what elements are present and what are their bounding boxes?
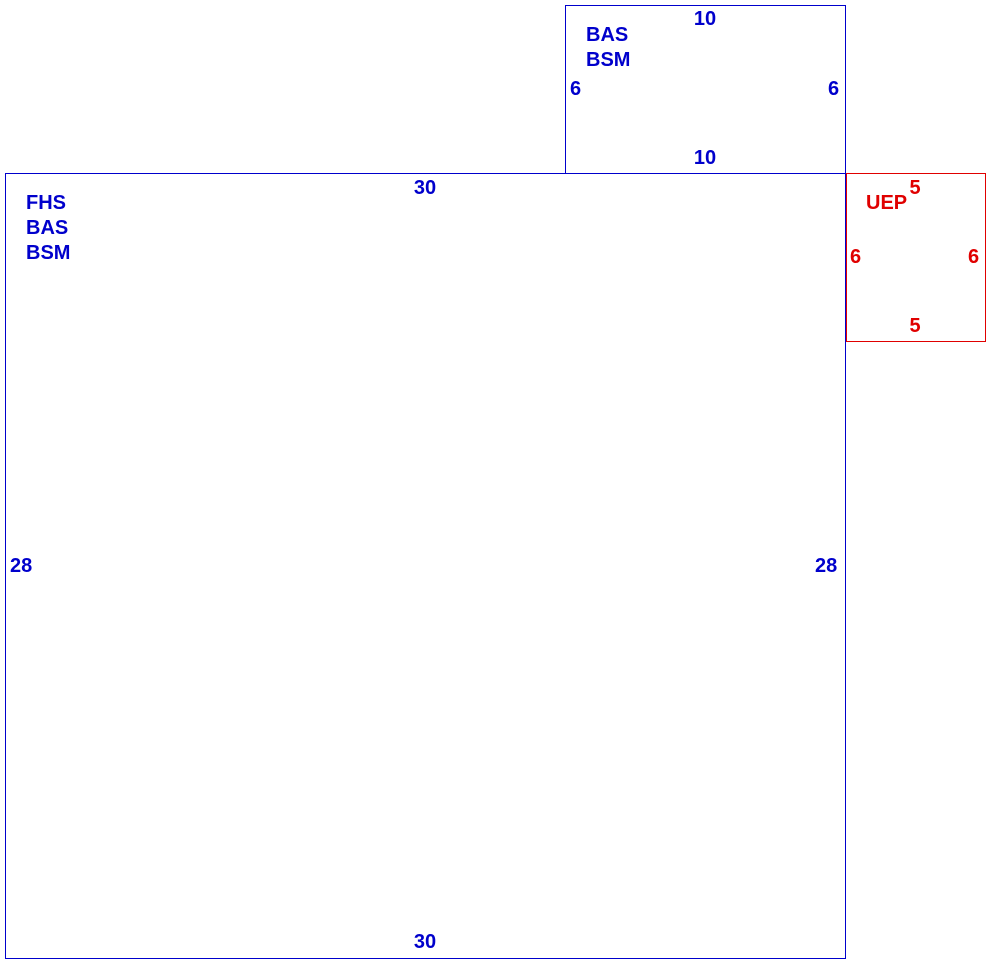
side-area-left-dimension: 6 (850, 246, 862, 268)
side-area-outline (846, 173, 986, 342)
side-area-top-dimension: 5 (909, 177, 921, 199)
upper-area-top-dimension: 10 (693, 8, 717, 30)
upper-area-bottom-dimension: 10 (693, 147, 717, 169)
upper-area-code: BAS (586, 24, 629, 46)
main-area-left-dimension: 28 (10, 555, 33, 577)
main-area-code: BAS (26, 217, 69, 239)
main-area-right-dimension: 28 (815, 555, 838, 577)
main-area-code: BSM (26, 242, 71, 264)
upper-area-outline (565, 5, 846, 174)
upper-area-left-dimension: 6 (570, 78, 582, 100)
side-area-codes: UEP (866, 191, 907, 216)
main-area-bottom-dimension: 30 (413, 931, 437, 953)
side-area-right-dimension: 6 (968, 246, 980, 268)
main-area-codes: FHS BAS BSM (26, 191, 70, 266)
side-area-bottom-dimension: 5 (909, 315, 921, 337)
side-area-code: UEP (866, 192, 908, 214)
upper-area-code: BSM (586, 49, 631, 71)
upper-area-right-dimension: 6 (828, 78, 840, 100)
main-area-code: FHS (26, 192, 66, 214)
main-area-outline (5, 173, 846, 959)
main-area-top-dimension: 30 (413, 177, 437, 199)
upper-area-codes: BAS BSM (586, 23, 630, 73)
